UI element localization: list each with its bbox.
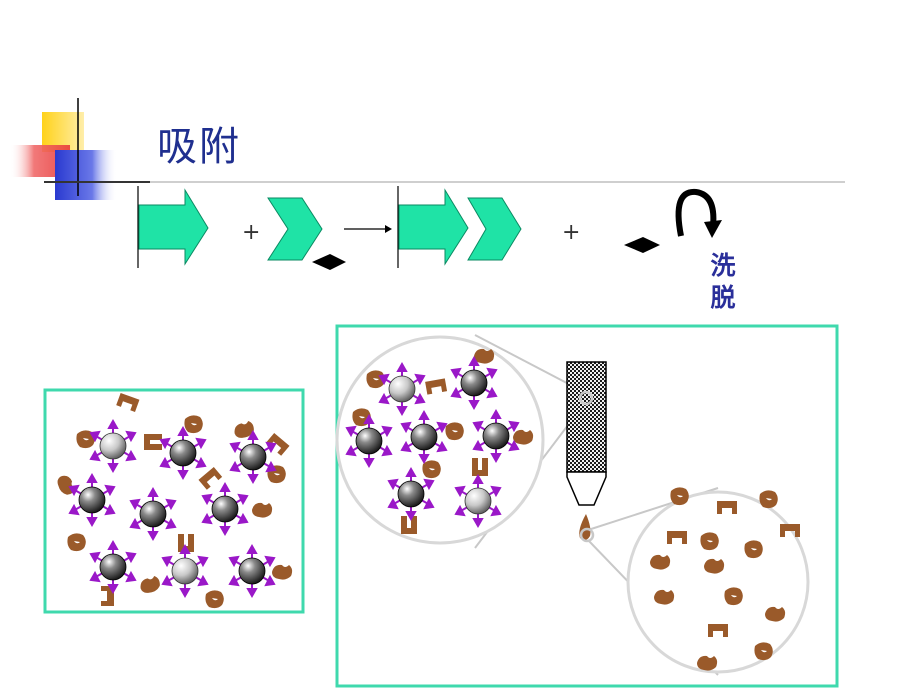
curved-arrow-icon [675,188,717,237]
column-tip [566,471,607,506]
diamond-icon [312,254,346,270]
deco-squares [10,98,845,200]
plus-sign-1: + [242,220,260,245]
column-icon [566,361,607,543]
left-panel [43,388,305,614]
adsorption-equation: + + [137,186,722,270]
column-body [566,361,607,473]
bound-site-arrow [398,188,469,266]
plus-sign-2: + [562,220,580,245]
deco-blue-square [55,150,117,200]
elution-label: 洗脱 [710,251,736,312]
solute-chevron [267,197,323,261]
right-panel [335,324,839,688]
bound-chevron [467,197,522,261]
reaction-arrowhead [385,225,392,233]
curved-arrowhead [704,220,722,238]
released-diamond-icon [624,237,660,253]
slide-title: 吸附 [157,124,241,170]
sorbent-site-arrow [138,188,209,266]
zoom-line [474,334,585,393]
column-zoom-ring [578,390,594,406]
zoom-circle-eluate [626,490,810,674]
drop-zoom-ring [579,527,595,543]
